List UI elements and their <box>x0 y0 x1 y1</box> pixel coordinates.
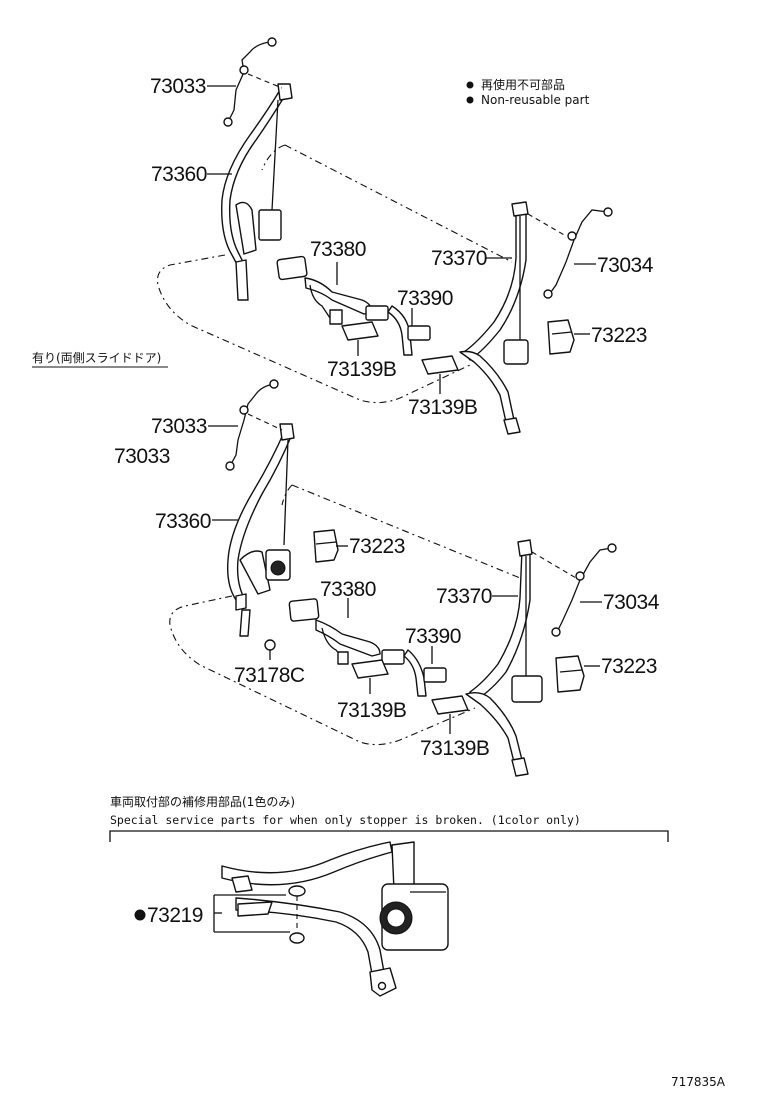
lower-anchor-left <box>235 259 249 301</box>
legend-japanese: 再使用不可部品 <box>481 77 565 92</box>
label-73223: 73223 <box>349 535 405 558</box>
label-73033: 73033 <box>150 75 206 98</box>
label-73390: 73390 <box>397 287 453 310</box>
legend-english: Non-reusable part <box>481 93 590 107</box>
outer-belt-73370-right <box>463 207 527 361</box>
cap-73178c <box>264 639 276 651</box>
label-73139b: 73139B <box>327 358 396 381</box>
buckle-73380-lower <box>288 598 320 622</box>
belt-loop <box>235 201 257 255</box>
label-73370: 73370 <box>431 247 487 270</box>
retractor-right <box>503 339 529 365</box>
label-73139b: 73139B <box>337 699 406 722</box>
label-73033: 73033 <box>114 445 170 468</box>
figure-id: 717835A <box>671 1075 726 1089</box>
cover-73139b-2 <box>421 355 459 375</box>
label-73390: 73390 <box>405 625 461 648</box>
stopper-top-73219 <box>288 885 306 897</box>
cover-73223-upper <box>547 319 575 355</box>
buckle-73390 <box>365 305 389 321</box>
cover-73139b-lower-2 <box>431 695 469 715</box>
upper-assembly: 73033 73360 73380 73370 73034 73390 7322… <box>150 37 654 435</box>
non-reusable-marker-icon <box>466 96 474 104</box>
service-detail: 73219 <box>134 841 449 997</box>
label-73034: 73034 <box>603 591 660 614</box>
buckle-73380 <box>276 255 308 281</box>
shoulder-anchor <box>277 83 293 101</box>
variant-note: 有り(両側スライドドア) <box>32 351 168 368</box>
label-73360: 73360 <box>155 510 211 533</box>
legend: 再使用不可部品 Non-reusable part <box>466 77 590 107</box>
label-73139b: 73139B <box>408 396 477 419</box>
buckle-73390-lower <box>381 649 405 665</box>
label-73139b: 73139B <box>420 737 489 760</box>
variant-note-text: 有り(両側スライドドア) <box>32 351 161 365</box>
label-73360: 73360 <box>151 163 207 186</box>
label-73223: 73223 <box>591 324 647 347</box>
retractor-left <box>258 209 282 241</box>
label-73178c: 73178C <box>234 664 305 687</box>
label-73219: 73219 <box>147 904 203 927</box>
buckle-strap <box>304 277 373 315</box>
lower-assembly: 73033 73033 73360 73223 73380 73370 7303… <box>114 379 660 777</box>
service-note: 車両取付部の補修用部品(1色のみ) Special service parts … <box>109 794 669 842</box>
service-note-english: Special service parts for when only stop… <box>110 813 581 827</box>
stopper-bottom-73219 <box>289 932 305 944</box>
label-73380: 73380 <box>310 238 366 261</box>
label-73223: 73223 <box>601 655 657 678</box>
cover-73223-right <box>555 655 585 693</box>
label-73380: 73380 <box>320 578 376 601</box>
label-73370: 73370 <box>436 585 492 608</box>
cover-73223-center <box>313 529 339 563</box>
cover-73139b-lower-1 <box>351 659 389 679</box>
service-note-japanese: 車両取付部の補修用部品(1色のみ) <box>110 794 295 809</box>
buckle-anchor <box>329 309 343 325</box>
label-73034: 73034 <box>597 254 654 277</box>
non-reusable-marker-icon <box>466 81 474 89</box>
non-reusable-marker-icon <box>134 909 146 921</box>
label-73033: 73033 <box>151 415 207 438</box>
retractor-right-lower <box>511 675 543 703</box>
cover-73139b-1 <box>341 321 379 341</box>
